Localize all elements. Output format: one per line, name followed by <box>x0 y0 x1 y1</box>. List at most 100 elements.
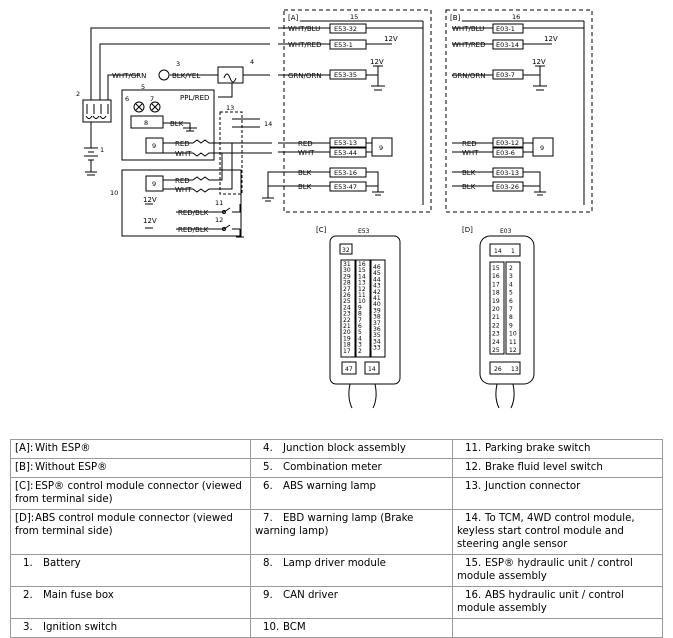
wire-blk-a1: BLK <box>298 169 312 177</box>
legend-text: Ignition switch <box>43 622 118 633</box>
legend-cell: 4.Junction block assembly <box>250 439 453 459</box>
legend-row: [C]:ESP® control module connector (viewe… <box>10 477 663 510</box>
connector-c-pin: 38 <box>373 314 381 321</box>
can-driver-meter <box>145 137 164 154</box>
legend-number: 16. <box>465 590 482 601</box>
bcm-box <box>121 169 242 237</box>
legend-cell: 1.Battery <box>10 554 251 587</box>
legend-cell: 9.CAN driver <box>250 586 453 619</box>
connector-c-pin: 41 <box>373 295 381 302</box>
legend-number: [A]: <box>15 443 34 454</box>
callout-11: 11 <box>215 199 223 207</box>
connector-d-pin: 9 <box>509 322 513 329</box>
callout-16: 16 <box>512 13 520 21</box>
junction-block <box>217 66 244 84</box>
terminal-abs-6: E03-13 <box>496 169 519 177</box>
connector-c-pin: 31 <box>343 261 351 268</box>
connector-c-pin: 7 <box>358 317 362 324</box>
esp-unit-box <box>283 9 432 213</box>
connector-c-pin: 4 <box>358 335 362 342</box>
connector-c-pin: 19 <box>343 335 351 342</box>
connector-d-pin: 5 <box>509 290 513 297</box>
connector-c-pin: 21 <box>343 323 351 330</box>
legend-text: Lamp driver module <box>283 558 386 569</box>
connector-c-pin: 24 <box>343 304 351 311</box>
legend-text: ABS warning lamp <box>283 481 376 492</box>
terminal-abs-5: E03-6 <box>496 149 515 157</box>
connector-c-pin: 28 <box>343 280 351 287</box>
wire-blk-yel: BLK/YEL <box>172 72 200 80</box>
terminal-abs-3: E03-7 <box>496 71 515 79</box>
label-12v-bcm2: 12V <box>143 217 157 225</box>
connector-c-pin: 22 <box>343 317 351 324</box>
terminal-esp-5: E53-44 <box>334 149 357 157</box>
wire-wht-b: WHT <box>462 149 479 157</box>
connector-c-pin: 27 <box>343 286 351 293</box>
lamp-driver-module <box>130 115 164 129</box>
callout-4: 4 <box>250 58 254 66</box>
connector-c-pin: 12 <box>358 286 366 293</box>
terminal-abs-7: E03-26 <box>496 183 519 191</box>
callout-9a: 9 <box>152 142 156 150</box>
connector-d-top-2: 1 <box>511 248 515 255</box>
legend-text: Without ESP® <box>35 462 108 473</box>
connector-d-pin: 16 <box>492 273 500 280</box>
connector-c-pin: 10 <box>358 298 366 305</box>
label-12v-abs1: 12V <box>544 35 558 43</box>
wire-red-meter: RED <box>175 140 190 148</box>
connector-d-pin: 20 <box>492 306 500 313</box>
legend-text: CAN driver <box>283 590 338 601</box>
legend-text: ABS hydraulic unit / control module asse… <box>457 590 624 614</box>
wire-ppl-red: PPL/RED <box>180 94 209 102</box>
legend-cell: 14.To TCM, 4WD control module, keyless s… <box>452 509 663 555</box>
legend-cell: [A]:With ESP® <box>10 439 251 459</box>
legend-text: ESP® control module connector (viewed fr… <box>15 481 242 505</box>
connector-c-pin: 11 <box>358 292 366 299</box>
connector-c-pin: 43 <box>373 283 381 290</box>
connector-c-pin: 44 <box>373 276 381 283</box>
callout-3: 3 <box>176 60 180 68</box>
connector-c-pin: 39 <box>373 307 381 314</box>
callout-6: 6 <box>125 95 129 103</box>
connector-c-pin: 29 <box>343 273 351 280</box>
label-12v-abs2: 12V <box>532 58 546 66</box>
terminal-esp-2: E53-1 <box>334 41 353 49</box>
legend-cell: 12.Brake fluid level switch <box>452 458 663 478</box>
box-label-a: [A] <box>288 14 299 22</box>
terminal-esp-1: E53-32 <box>334 25 357 33</box>
connector-c-top: 32 <box>342 247 350 254</box>
legend-number: 8. <box>263 558 273 569</box>
terminal-esp-7: E53-47 <box>334 183 357 191</box>
connector-d-bottom-2: 13 <box>511 366 519 373</box>
legend-cell: 7.EBD warning lamp (Brake warning lamp) <box>250 509 453 555</box>
callout-5: 5 <box>141 83 145 91</box>
wire-wht-blu-a: WHT/BLU <box>288 25 320 33</box>
label-12v-esp2: 12V <box>370 58 384 66</box>
legend-cell: 5.Combination meter <box>250 458 453 478</box>
can-driver-bcm <box>145 175 164 192</box>
connector-d-pin: 10 <box>509 331 517 338</box>
connector-c-pin: 42 <box>373 289 381 296</box>
legend-text: With ESP® <box>35 443 91 454</box>
connector-c-pin: 25 <box>343 298 351 305</box>
wire-wht-a: WHT <box>298 149 315 157</box>
callout-13: 13 <box>226 104 234 112</box>
connector-c-pin: 14 <box>358 273 366 280</box>
legend-number: 6. <box>263 481 273 492</box>
label-12v-bcm1: 12V <box>143 196 157 204</box>
legend-text: Battery <box>43 558 81 569</box>
legend-cell: [D]:ABS control module connector (viewed… <box>10 509 251 555</box>
legend-number: [D]: <box>15 513 35 524</box>
wire-grn-orn-b: GRN/ORN <box>452 72 486 80</box>
connector-c-pin: 18 <box>343 342 351 349</box>
connector-d-pin: 19 <box>492 298 500 305</box>
connector-c-pin: 35 <box>373 332 381 339</box>
connector-d-pin: 23 <box>492 331 500 338</box>
junction-connector <box>219 111 243 195</box>
wiring-diagram: [A] [B] [C] [D] 1 2 3 4 5 6 7 8 9 9 9 9 … <box>76 9 593 409</box>
terminal-abs-1: E03-1 <box>496 25 515 33</box>
connector-c-pin: 45 <box>373 270 381 277</box>
